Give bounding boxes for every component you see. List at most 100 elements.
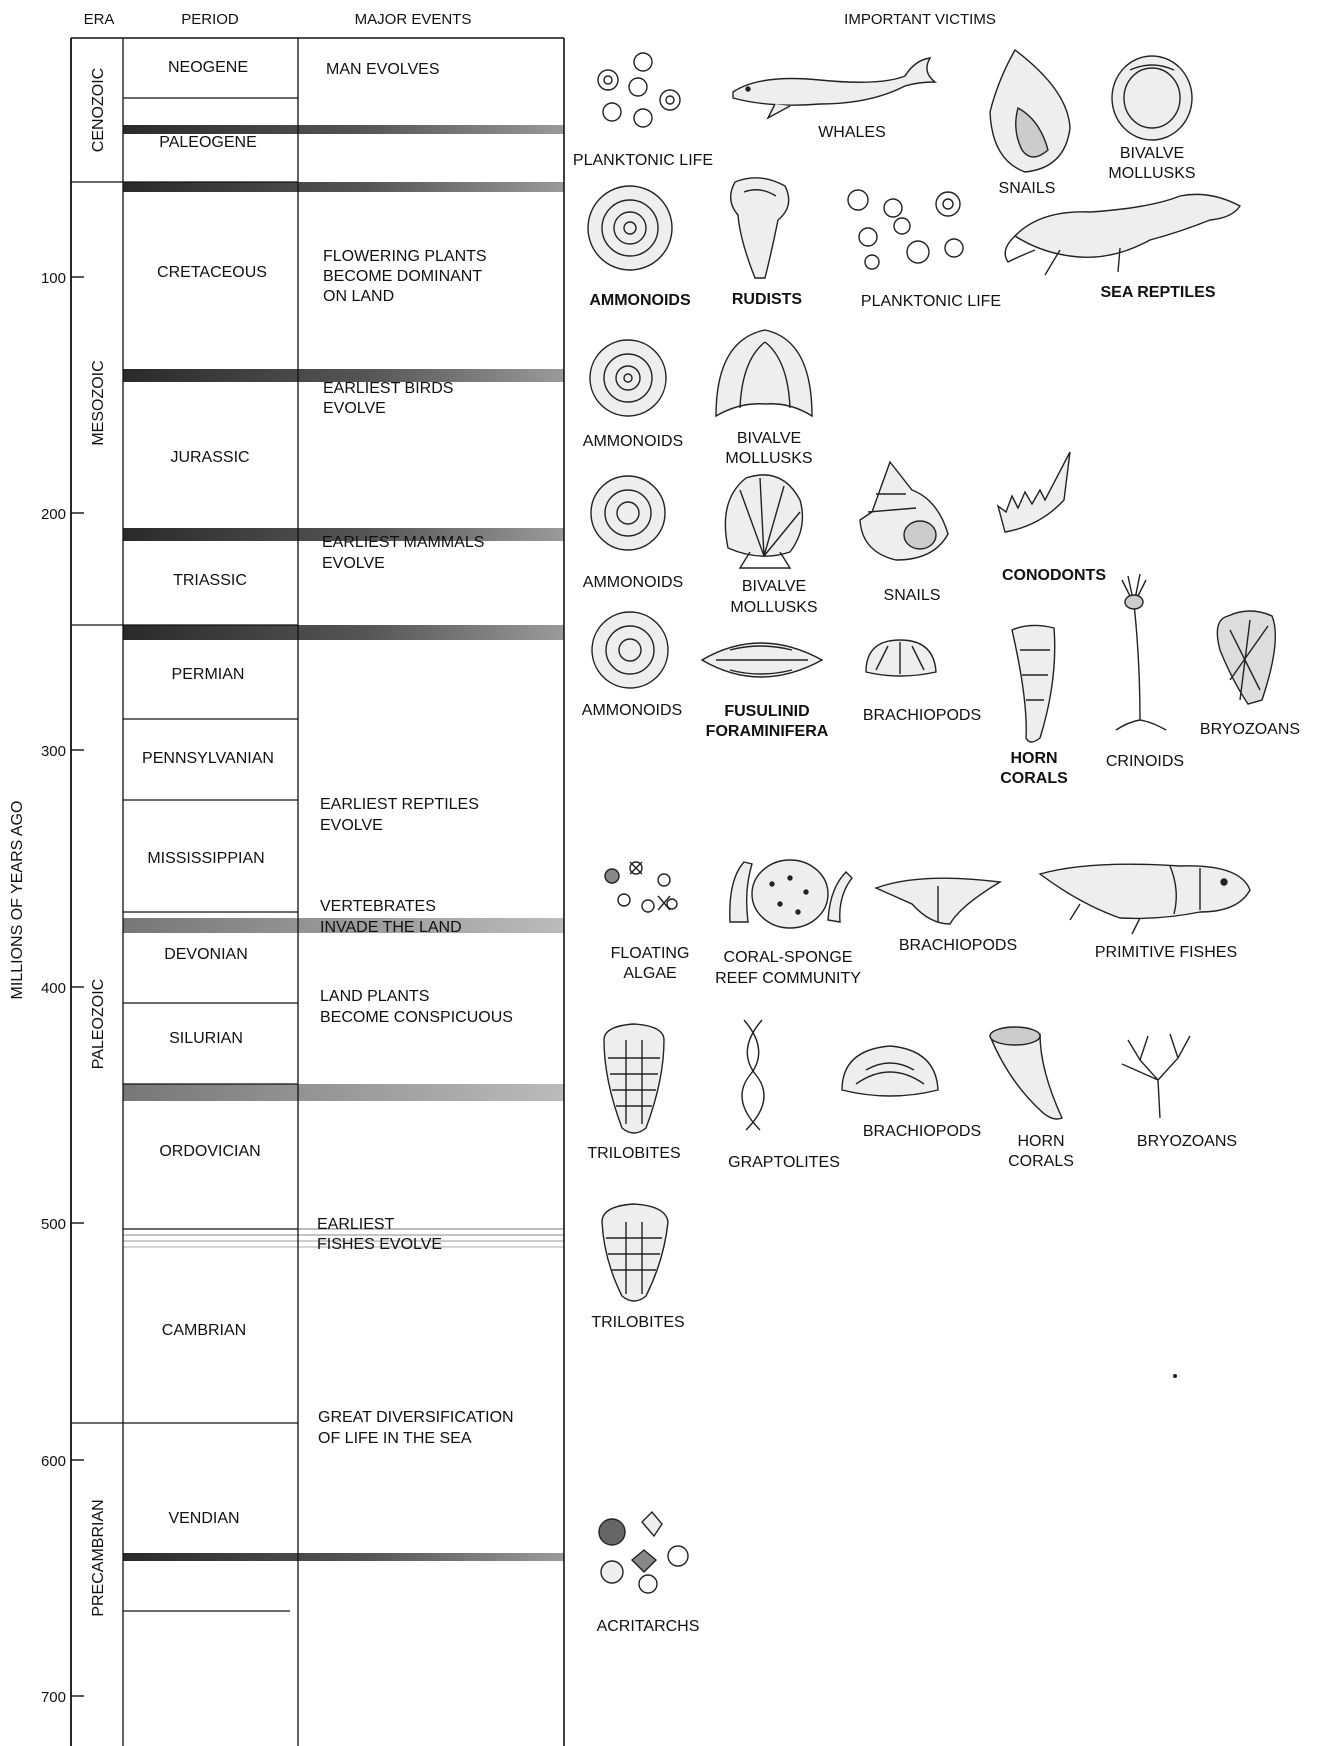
era-label-mesozoic: MESOZOIC (90, 360, 107, 445)
era-label-paleozoic: PALEOZOIC (90, 979, 107, 1069)
event-text: FISHES EVOLVE (317, 1236, 442, 1253)
victim-label: CORAL-SPONGE (724, 949, 853, 966)
event-text: BECOME DOMINANT (323, 268, 482, 285)
victim-label: GRAPTOLITES (728, 1154, 840, 1171)
y-tick-label: 600 (41, 1453, 66, 1470)
ammonite-icon (588, 186, 672, 270)
victim-label: SNAILS (999, 180, 1056, 197)
victim-label: CORALS (1008, 1153, 1074, 1170)
bivalve-shell-icon (1112, 56, 1192, 140)
header-important-victims: IMPORTANT VICTIMS (844, 11, 996, 28)
rudist-icon (731, 178, 789, 278)
bryozoan-fan-icon (1217, 611, 1275, 704)
trilobite-icon (602, 1204, 668, 1301)
bivalve-shell-icon (716, 330, 812, 416)
victim-label: BIVALVE (742, 578, 806, 595)
brachiopod-icon (866, 640, 936, 676)
victim-label: BRYOZOANS (1137, 1133, 1237, 1150)
victim-label: HORN (1017, 1133, 1064, 1150)
extinction-band-end-cretaceous (123, 182, 564, 192)
period-label: MISSISSIPPIAN (147, 850, 264, 867)
horn-coral-icon (990, 1027, 1062, 1119)
victim-label: BIVALVE (1120, 145, 1184, 162)
victim-label: AMMONOIDS (589, 292, 691, 309)
bryozoan-branch-icon (1122, 1034, 1190, 1118)
victim-label: SNAILS (884, 587, 941, 604)
period-label: TRIASSIC (173, 572, 247, 589)
victim-label: AMMONOIDS (583, 574, 683, 591)
period-label: PENNSYLVANIAN (142, 750, 274, 767)
header-era: ERA (84, 11, 115, 28)
event-text: VERTEBRATES (320, 898, 436, 915)
sea-reptile-icon (1005, 194, 1240, 275)
event-text: ON LAND (323, 288, 394, 305)
header-period: PERIOD (181, 11, 239, 28)
event-text: BECOME CONSPICUOUS (320, 1009, 513, 1026)
event-text: EVOLVE (320, 817, 383, 834)
victim-label: TRILOBITES (587, 1145, 680, 1162)
y-axis-label: MILLIONS OF YEARS AGO (9, 801, 26, 1000)
event-text: EARLIEST (317, 1216, 395, 1233)
victim-label: FUSULINID (724, 703, 809, 720)
victim-label: TRILOBITES (591, 1314, 684, 1331)
victim-label: PLANKTONIC LIFE (573, 152, 713, 169)
event-text: EARLIEST MAMMALS (322, 534, 484, 551)
header-major-events: MAJOR EVENTS (355, 11, 472, 28)
speck-dot (1173, 1374, 1177, 1378)
period-label: CRETACEOUS (157, 264, 267, 281)
acritarch-cluster-icon (599, 1512, 688, 1593)
event-text: EVOLVE (323, 400, 386, 417)
extinction-band-paleogene (123, 125, 564, 134)
conodont-icon (998, 452, 1070, 532)
major-events: MAN EVOLVES FLOWERING PLANTS BECOME DOMI… (317, 61, 514, 1447)
victim-label: AMMONOIDS (583, 433, 683, 450)
event-text: EVOLVE (322, 555, 385, 572)
snail-shell-icon (990, 50, 1070, 172)
victim-label: BRACHIOPODS (863, 707, 981, 724)
event-text: INVADE THE LAND (320, 919, 462, 936)
event-text: EARLIEST BIRDS (323, 380, 453, 397)
period-label: PERMIAN (172, 666, 245, 683)
victim-label: ALGAE (623, 965, 676, 982)
y-tick-label: 500 (41, 1216, 66, 1233)
horn-coral-icon (1012, 625, 1055, 742)
period-label: VENDIAN (168, 1510, 239, 1527)
event-text: GREAT DIVERSIFICATION (318, 1409, 514, 1426)
scallop-shell-icon (725, 475, 802, 568)
ammonite-icon (592, 612, 668, 688)
spiriferid-brachiopod-icon (876, 878, 1000, 924)
trilobite-icon (604, 1024, 664, 1133)
period-label: SILURIAN (169, 1030, 243, 1047)
victim-label: BIVALVE (737, 430, 801, 447)
crinoid-icon (1116, 574, 1166, 730)
event-text: OF LIFE IN THE SEA (318, 1430, 472, 1447)
whale-icon (733, 58, 935, 118)
table-grid (71, 38, 564, 1746)
era-label-cenozoic: CENOZOIC (90, 68, 107, 152)
victim-label: FLOATING (611, 945, 690, 962)
period-label: NEOGENE (168, 59, 248, 76)
victim-label: CONODONTS (1002, 567, 1106, 584)
foraminifera-cluster-icon (598, 53, 680, 127)
event-text: LAND PLANTS (320, 988, 429, 1005)
victim-label: MOLLUSKS (1108, 165, 1195, 182)
victim-illustrations (588, 50, 1275, 1593)
y-tick-label: 700 (41, 1689, 66, 1706)
y-tick-label: 200 (41, 506, 66, 523)
victim-label: MOLLUSKS (725, 450, 812, 467)
victim-label: SEA REPTILES (1101, 284, 1216, 301)
period-labels: NEOGENE PALEOGENE CRETACEOUS JURASSIC TR… (142, 59, 274, 1527)
period-label: PALEOGENE (159, 134, 257, 151)
period-label: DEVONIAN (164, 946, 248, 963)
victim-label: REEF COMMUNITY (715, 970, 861, 987)
victim-label: FORAMINIFERA (706, 723, 829, 740)
turret-snail-icon (860, 462, 948, 560)
event-text: EARLIEST REPTILES (320, 796, 479, 813)
victim-label: HORN (1010, 750, 1057, 767)
era-label-precambrian: PRECAMBRIAN (90, 1499, 107, 1616)
y-tick-label: 300 (41, 743, 66, 760)
victim-label: BRACHIOPODS (863, 1123, 981, 1140)
graptolite-icon (742, 1020, 764, 1130)
ammonite-icon (591, 476, 665, 550)
victim-label: BRACHIOPODS (899, 937, 1017, 954)
